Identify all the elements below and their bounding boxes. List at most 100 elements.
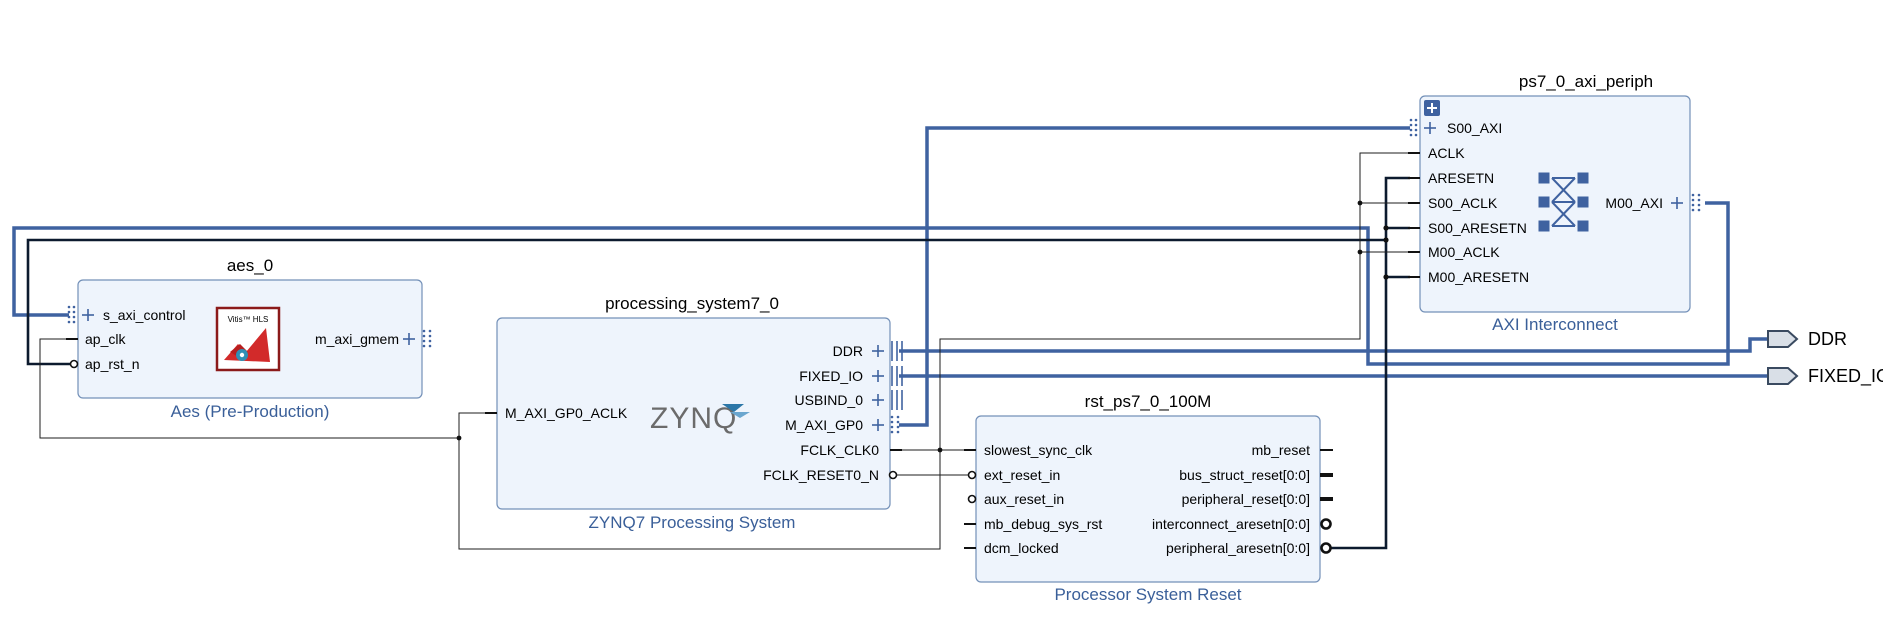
- port-mb-debug-sys-rst[interactable]: mb_debug_sys_rst: [964, 516, 1102, 532]
- block-rst-ps7-0-100m[interactable]: rst_ps7_0_100M Processor System Reset sl…: [964, 392, 1333, 604]
- net-m-axi-gp0-bus[interactable]: [899, 126, 1410, 427]
- bus-tap-icon: [422, 329, 432, 348]
- net-peripheral-aresetn[interactable]: [26, 176, 1410, 550]
- bus-interface-icon: [891, 390, 903, 410]
- port-m-axi-gp0-aclk[interactable]: M_AXI_GP0_ACLK: [485, 405, 628, 421]
- port-label: interconnect_aresetn[0:0]: [1152, 516, 1310, 532]
- port-m00-aclk[interactable]: M00_ACLK: [1408, 244, 1500, 260]
- expand-plus-icon[interactable]: [872, 370, 884, 382]
- port-ddr[interactable]: DDR: [833, 341, 903, 361]
- port-label: s_axi_control: [103, 307, 186, 323]
- expand-hierarchy-button[interactable]: [1424, 100, 1440, 116]
- invert-bubble-icon: [69, 359, 79, 369]
- block-title: ps7_0_axi_periph: [1519, 72, 1653, 91]
- bus-interface-icon: [891, 341, 903, 361]
- port-mb-reset[interactable]: mb_reset: [1252, 442, 1333, 458]
- block-caption: ZYNQ7 Processing System: [589, 513, 796, 532]
- port-label: ext_reset_in: [984, 467, 1060, 483]
- external-port-fixed-io[interactable]: FIXED_IO: [1767, 366, 1883, 387]
- port-label: mb_debug_sys_rst: [984, 516, 1102, 532]
- port-s00-aresetn[interactable]: S00_ARESETN: [1408, 220, 1527, 236]
- port-m-axi-gp0[interactable]: M_AXI_GP0: [785, 415, 900, 434]
- logo-text: Vitis™ HLS: [228, 315, 269, 324]
- port-label: M00_ARESETN: [1428, 269, 1529, 285]
- port-aclk[interactable]: ACLK: [1408, 145, 1465, 161]
- port-slowest-sync-clk[interactable]: slowest_sync_clk: [964, 442, 1093, 458]
- invert-bubble-icon: [1320, 542, 1332, 554]
- port-usbind-0[interactable]: USBIND_0: [795, 390, 903, 410]
- port-aresetn[interactable]: ARESETN: [1408, 170, 1494, 186]
- invert-bubble-icon: [967, 470, 977, 480]
- port-ap-rst-n[interactable]: ap_rst_n: [69, 356, 140, 372]
- port-label: FCLK_RESET0_N: [763, 467, 879, 483]
- vitis-hls-logo-icon: Vitis™ HLS: [215, 306, 281, 372]
- port-m00-axi[interactable]: M00_AXI: [1605, 193, 1701, 212]
- external-port-label: FIXED_IO: [1808, 366, 1883, 387]
- block-ps7-0-axi-periph[interactable]: ps7_0_axi_periph AXI Interconnect S00_AX…: [1408, 72, 1701, 334]
- bus-tap-icon: [1409, 118, 1418, 137]
- block-title: aes_0: [227, 256, 273, 275]
- port-label: dcm_locked: [984, 540, 1059, 556]
- port-label: M00_ACLK: [1428, 244, 1500, 260]
- port-bus-struct-reset[interactable]: bus_struct_reset[0:0]: [1179, 467, 1333, 483]
- port-label: ACLK: [1428, 145, 1465, 161]
- net-clk-aes[interactable]: [39, 338, 459, 439]
- port-label: M_AXI_GP0: [785, 417, 863, 433]
- port-fclk-clk0[interactable]: FCLK_CLK0: [800, 442, 902, 458]
- port-fixed-io[interactable]: FIXED_IO: [799, 366, 903, 386]
- port-label: S00_AXI: [1447, 120, 1502, 136]
- port-label: m_axi_gmem: [315, 331, 399, 347]
- port-m00-aresetn[interactable]: M00_ARESETN: [1408, 269, 1529, 285]
- port-label: aux_reset_in: [984, 491, 1064, 507]
- block-aes-0[interactable]: aes_0 Aes (Pre-Production) s_axi_control…: [66, 256, 432, 421]
- expand-plus-icon[interactable]: [403, 333, 415, 345]
- port-s-axi-control[interactable]: s_axi_control: [67, 305, 186, 324]
- port-m-axi-gmem[interactable]: m_axi_gmem: [315, 329, 432, 348]
- port-peripheral-reset[interactable]: peripheral_reset[0:0]: [1182, 491, 1333, 507]
- port-label: M00_AXI: [1605, 195, 1663, 211]
- port-s00-axi[interactable]: S00_AXI: [1409, 118, 1503, 137]
- port-label: FIXED_IO: [799, 368, 863, 384]
- port-label: peripheral_reset[0:0]: [1182, 491, 1310, 507]
- expand-plus-icon[interactable]: [872, 419, 884, 431]
- external-port-label: DDR: [1808, 329, 1847, 349]
- port-aux-reset-in[interactable]: aux_reset_in: [967, 491, 1065, 507]
- block-caption: AXI Interconnect: [1492, 315, 1618, 334]
- port-ext-reset-in[interactable]: ext_reset_in: [967, 467, 1061, 483]
- port-ap-clk[interactable]: ap_clk: [66, 331, 126, 347]
- port-label: USBIND_0: [795, 392, 864, 408]
- invert-bubble-icon: [1320, 518, 1332, 530]
- block-title: rst_ps7_0_100M: [1085, 392, 1212, 411]
- block-title: processing_system7_0: [605, 294, 779, 313]
- net-ddr-bus[interactable]: [899, 337, 1768, 353]
- port-s00-aclk[interactable]: S00_ACLK: [1408, 195, 1498, 211]
- port-label: bus_struct_reset[0:0]: [1179, 467, 1310, 483]
- port-label: ap_clk: [85, 331, 126, 347]
- expand-plus-icon[interactable]: [82, 309, 94, 321]
- port-label: peripheral_aresetn[0:0]: [1166, 540, 1310, 556]
- block-processing-system7-0[interactable]: processing_system7_0 ZYNQ7 Processing Sy…: [485, 294, 903, 532]
- zynq-logo-icon: ZYNQ: [650, 402, 750, 435]
- port-fclk-reset0-n[interactable]: FCLK_RESET0_N: [763, 467, 898, 483]
- expand-plus-icon[interactable]: [1671, 197, 1683, 209]
- port-dcm-locked[interactable]: dcm_locked: [964, 540, 1059, 556]
- external-port-ddr[interactable]: DDR: [1767, 329, 1847, 349]
- expand-plus-icon[interactable]: [872, 345, 884, 357]
- port-label: FCLK_CLK0: [800, 442, 879, 458]
- output-port-icon: [1767, 330, 1799, 348]
- port-peripheral-aresetn[interactable]: peripheral_aresetn[0:0]: [1166, 540, 1332, 556]
- expand-plus-icon[interactable]: [1424, 122, 1436, 134]
- port-label: S00_ACLK: [1428, 195, 1498, 211]
- port-label: ap_rst_n: [85, 356, 139, 372]
- invert-bubble-icon: [888, 470, 898, 480]
- port-label: mb_reset: [1252, 442, 1310, 458]
- logo-text: ZYNQ: [650, 402, 737, 435]
- port-label: slowest_sync_clk: [984, 442, 1093, 458]
- block-caption: Aes (Pre-Production): [171, 402, 330, 421]
- expand-plus-icon[interactable]: [872, 394, 884, 406]
- port-label: ARESETN: [1428, 170, 1494, 186]
- net-m00-axi-bus[interactable]: [12, 201, 1730, 366]
- bus-tap-icon: [1691, 193, 1701, 212]
- port-interconnect-aresetn[interactable]: interconnect_aresetn[0:0]: [1152, 516, 1332, 532]
